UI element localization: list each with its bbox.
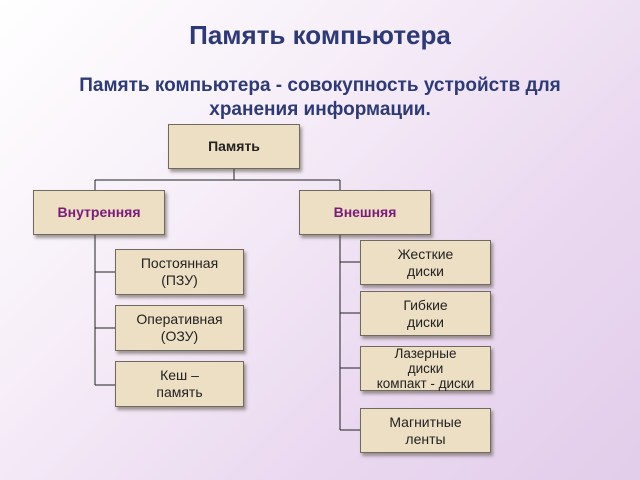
node-laser-disks-line3: компакт - диски: [376, 376, 475, 391]
node-external-label: Внешняя: [333, 204, 397, 220]
slide-title: Память компьютера: [189, 20, 451, 50]
node-cache-line1: Кеш –: [160, 367, 199, 383]
node-memory-root-label: Память: [208, 138, 260, 154]
subtitle-line-1: Память компьютера - совокупность устройс…: [79, 75, 561, 96]
node-cache-line2: память: [156, 384, 203, 400]
slide-subtitle: Память компьютера - совокупность устройс…: [20, 74, 620, 122]
node-ram-line2: (ОЗУ): [160, 328, 199, 344]
node-ram: Оперативная (ОЗУ): [115, 305, 244, 351]
node-magnetic-tapes-line1: Магнитные: [389, 413, 462, 430]
node-floppy-disks: Гибкие диски: [360, 291, 491, 336]
node-floppy-disks-line2: диски: [407, 313, 444, 330]
subtitle-line-2: хранения информации.: [209, 99, 431, 120]
node-floppy-disks-line1: Гибкие: [403, 296, 448, 313]
node-hard-disks: Жесткие диски: [360, 240, 491, 285]
node-cache: Кеш – память: [115, 361, 244, 407]
node-ram-line1: Оперативная: [136, 311, 223, 327]
node-memory-root: Память: [168, 124, 300, 169]
node-hard-disks-line2: диски: [407, 262, 444, 279]
node-laser-disks-line2: диски: [407, 361, 444, 376]
node-magnetic-tapes-line2: ленты: [405, 430, 446, 447]
node-rom: Постоянная (ПЗУ): [115, 249, 244, 295]
node-rom-line2: (ПЗУ): [161, 272, 198, 288]
node-internal: Внутренняя: [33, 190, 165, 235]
node-hard-disks-line1: Жесткие: [397, 245, 454, 262]
node-magnetic-tapes: Магнитные ленты: [360, 408, 491, 453]
node-rom-line1: Постоянная: [140, 255, 219, 271]
node-internal-label: Внутренняя: [57, 204, 141, 220]
node-laser-disks-line1: Лазерные: [394, 346, 457, 361]
node-external: Внешняя: [299, 190, 431, 235]
node-laser-disks: Лазерные диски компакт - диски: [360, 346, 491, 391]
